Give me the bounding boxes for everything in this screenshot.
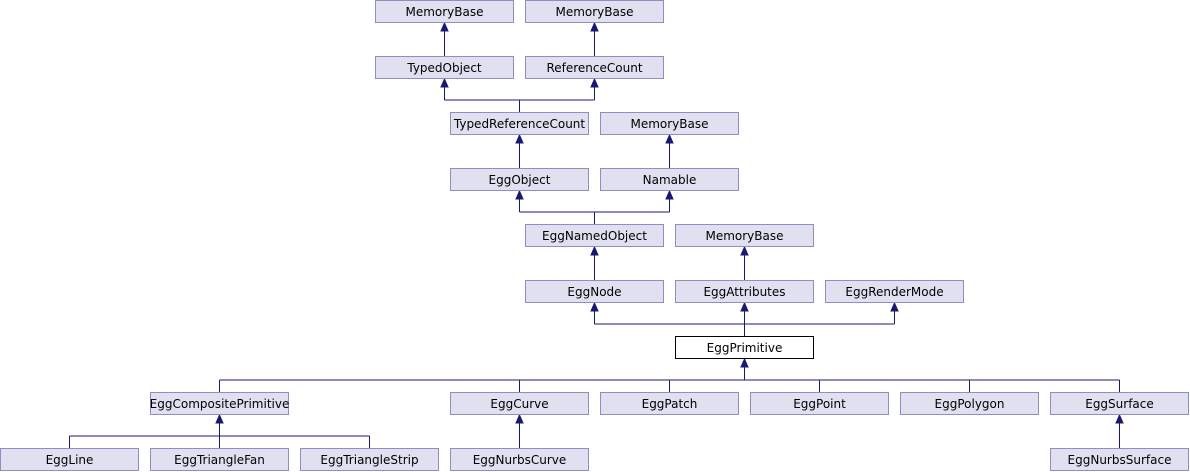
- inheritance-arrowhead: [665, 189, 674, 200]
- node-eggcompositeprimitive[interactable]: EggCompositePrimitive: [150, 392, 289, 415]
- node-eggrendermode[interactable]: EggRenderMode: [825, 280, 964, 303]
- node-eggpolygon[interactable]: EggPolygon: [900, 392, 1039, 415]
- node-referencecount[interactable]: ReferenceCount: [525, 56, 664, 79]
- node-eggobject[interactable]: EggObject: [450, 168, 589, 191]
- inheritance-arrowhead: [515, 189, 524, 200]
- inheritance-arrowhead: [590, 301, 599, 312]
- node-eggnurbssurface[interactable]: EggNurbsSurface: [1050, 448, 1189, 471]
- node-namable[interactable]: Namable: [600, 168, 739, 191]
- node-eggcurve[interactable]: EggCurve: [450, 392, 589, 415]
- inheritance-arrowhead: [440, 77, 449, 88]
- node-typedreferencecount[interactable]: TypedReferenceCount: [450, 112, 589, 135]
- node-eggpatch[interactable]: EggPatch: [600, 392, 739, 415]
- node-eggattributes[interactable]: EggAttributes: [675, 280, 814, 303]
- inheritance-arrowhead: [890, 301, 899, 312]
- node-memorybase[interactable]: MemoryBase: [675, 224, 814, 247]
- node-eggtrianglefan[interactable]: EggTriangleFan: [150, 448, 289, 471]
- node-typedobject[interactable]: TypedObject: [375, 56, 514, 79]
- node-eggnurbscurve[interactable]: EggNurbsCurve: [450, 448, 589, 471]
- node-memorybase[interactable]: MemoryBase: [600, 112, 739, 135]
- node-eggline[interactable]: EggLine: [0, 448, 139, 471]
- node-eggsurface[interactable]: EggSurface: [1050, 392, 1189, 415]
- node-eggtrianglestrip[interactable]: EggTriangleStrip: [300, 448, 439, 471]
- node-eggnamedobject[interactable]: EggNamedObject: [525, 224, 664, 247]
- inheritance-arrowhead: [590, 77, 599, 88]
- node-eggprimitive-current: EggPrimitive: [675, 336, 814, 359]
- node-memorybase[interactable]: MemoryBase: [525, 0, 664, 23]
- node-eggnode[interactable]: EggNode: [525, 280, 664, 303]
- node-eggpoint[interactable]: EggPoint: [750, 392, 889, 415]
- node-memorybase[interactable]: MemoryBase: [375, 0, 514, 23]
- inheritance-arrowhead: [740, 301, 749, 312]
